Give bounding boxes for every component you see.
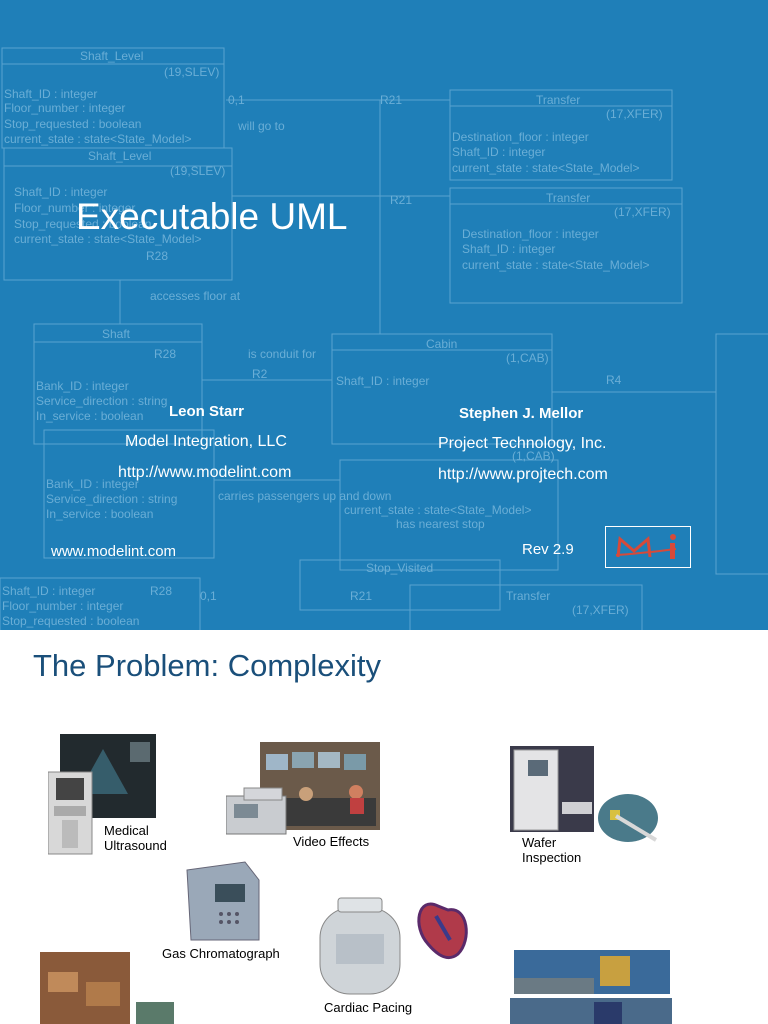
svg-text:Service_direction : string: Service_direction : string [36, 394, 167, 408]
bg-text: Shaft_Level [80, 49, 143, 63]
mi-logo-icon [615, 534, 677, 559]
svg-text:has nearest stop: has nearest stop [396, 517, 485, 531]
svg-text:0,1: 0,1 [228, 93, 245, 107]
svg-text:Shaft_ID : integer: Shaft_ID : integer [14, 185, 107, 199]
svg-text:Transfer: Transfer [536, 93, 580, 107]
svg-text:Destination_floor : integer: Destination_floor : integer [452, 130, 589, 144]
svg-text:(17,XFER): (17,XFER) [614, 205, 671, 219]
video-effects-caption: Video Effects [293, 834, 370, 849]
svg-text:will go to: will go to [237, 119, 285, 133]
svg-text:current_state : state<State_Mo: current_state : state<State_Model> [4, 132, 191, 146]
svg-text:(1,CAB): (1,CAB) [512, 449, 555, 463]
svg-text:In_service : boolean: In_service : boolean [46, 507, 153, 521]
svg-text:In_service : boolean: In_service : boolean [36, 409, 143, 423]
svg-text:Transfer: Transfer [546, 191, 590, 205]
cardiac-pacing-image [319, 897, 468, 995]
medical-ultrasound-caption: Medical Ultrasound [104, 823, 167, 853]
svg-text:(17,XFER): (17,XFER) [606, 107, 663, 121]
author2-url[interactable]: http://www.projtech.com [438, 466, 608, 483]
svg-text:Shaft_ID : integer: Shaft_ID : integer [336, 374, 429, 388]
svg-text:R28: R28 [150, 584, 172, 598]
gas-chromatograph-caption: Gas Chromatograph [162, 946, 280, 961]
svg-text:Shaft_ID : integer: Shaft_ID : integer [4, 87, 97, 101]
author2-name: Stephen J. Mellor [459, 405, 584, 422]
svg-text:current_state : state<State_Mo: current_state : state<State_Model> [462, 258, 649, 272]
title-slide: Shaft_Level (19,SLEV) Shaft_ID : integer… [0, 0, 768, 630]
svg-text:is conduit for: is conduit for [248, 347, 316, 361]
svg-text:(17,XFER): (17,XFER) [572, 603, 629, 617]
svg-text:R28: R28 [146, 249, 168, 263]
svg-text:0,1: 0,1 [200, 589, 217, 603]
svg-text:R21: R21 [350, 589, 372, 603]
svg-text:R28: R28 [154, 347, 176, 361]
svg-text:(1,CAB): (1,CAB) [506, 351, 549, 365]
svg-text:Shaft_ID : integer: Shaft_ID : integer [462, 242, 555, 256]
author2-org: Project Technology, Inc. [438, 435, 607, 452]
slide-title: The Problem: Complexity [33, 648, 382, 683]
author1-name: Leon Starr [169, 403, 245, 420]
svg-text:Bank_ID : integer: Bank_ID : integer [46, 477, 139, 491]
company-logo [605, 526, 691, 568]
svg-text:(19,SLEV): (19,SLEV) [170, 164, 225, 178]
svg-text:Service_direction : string: Service_direction : string [46, 492, 177, 506]
svg-text:Destination_floor : integer: Destination_floor : integer [462, 227, 599, 241]
wafer-inspection-image [510, 746, 658, 842]
cardiac-pacing-caption: Cardiac Pacing [324, 1000, 413, 1015]
svg-text:carries passengers up and down: carries passengers up and down [218, 489, 391, 503]
svg-text:current_state : state<State_Mo: current_state : state<State_Model> [452, 161, 639, 175]
warehouse-image [40, 952, 174, 1024]
wafer-inspection-caption: Wafer Inspection [522, 835, 582, 865]
svg-text:Floor_number : integer: Floor_number : integer [2, 599, 123, 613]
svg-text:Stop_requested : boolean: Stop_requested : boolean [2, 614, 139, 628]
footer-url[interactable]: www.modelint.com [51, 543, 177, 560]
svg-text:Shaft_ID : integer: Shaft_ID : integer [452, 145, 545, 159]
svg-text:R21: R21 [390, 193, 412, 207]
svg-text:Floor_number : integer: Floor_number : integer [14, 201, 135, 215]
svg-text:Bank_ID : integer: Bank_ID : integer [36, 379, 129, 393]
slide-title: Executable UML [76, 196, 348, 237]
medical-ultrasound-image [48, 734, 156, 855]
svg-text:Stop_requested : boolean: Stop_requested : boolean [4, 117, 141, 131]
svg-text:Stop_requested : boolean: Stop_requested : boolean [14, 217, 151, 231]
revision-label: Rev 2.9 [522, 541, 574, 558]
author1-org: Model Integration, LLC [125, 433, 287, 450]
svg-text:Shaft: Shaft [102, 327, 131, 341]
svg-text:Transfer: Transfer [506, 589, 550, 603]
svg-text:current_state : state<State_Mo: current_state : state<State_Model> [14, 232, 201, 246]
svg-text:Shaft_Level: Shaft_Level [88, 149, 151, 163]
svg-text:Stop_Visited: Stop_Visited [366, 561, 433, 575]
svg-text:R21: R21 [380, 93, 402, 107]
video-effects-image [226, 742, 380, 835]
svg-text:Cabin: Cabin [426, 337, 457, 351]
svg-text:current_state : state<State_Mo: current_state : state<State_Model> [344, 503, 531, 517]
uml-diagram-background: Shaft_Level (19,SLEV) Shaft_ID : integer… [0, 47, 768, 630]
defense-collage-image [510, 950, 672, 1024]
svg-text:Shaft_ID : integer: Shaft_ID : integer [2, 584, 95, 598]
svg-text:(19,SLEV): (19,SLEV) [164, 65, 219, 79]
author1-url[interactable]: http://www.modelint.com [118, 464, 292, 481]
svg-text:R4: R4 [606, 373, 622, 387]
svg-text:R2: R2 [252, 367, 268, 381]
gas-chromatograph-image [186, 861, 260, 941]
svg-text:accesses floor at: accesses floor at [150, 289, 241, 303]
complexity-slide: The Problem: Complexity Medical Ultrasou… [0, 630, 768, 1024]
svg-text:Floor_number : integer: Floor_number : integer [4, 101, 125, 115]
